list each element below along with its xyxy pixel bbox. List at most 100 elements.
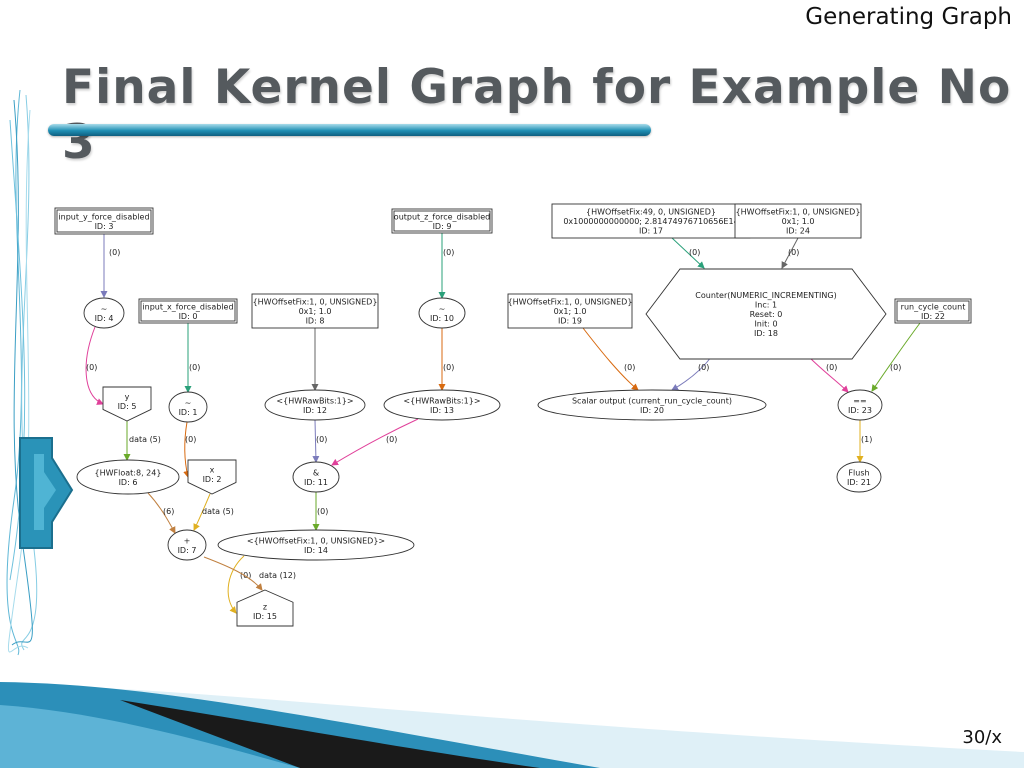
- node-label: x: [210, 465, 215, 474]
- node-label: ==: [853, 396, 866, 405]
- edge-label: (0): [109, 248, 120, 257]
- node-n15: zID: 15: [236, 589, 294, 627]
- node-label: 0x1; 1.0: [782, 217, 815, 226]
- edge-line: [331, 418, 419, 466]
- node-shape-inner: [56, 209, 152, 233]
- node-n7: +ID: 7: [167, 529, 207, 561]
- edge-line: [312, 419, 320, 463]
- edge-line: [781, 237, 799, 269]
- node-shape-inner: [896, 300, 970, 322]
- edge-line: [193, 493, 211, 531]
- edge-n5-n6: data (5): [123, 421, 161, 461]
- title-underline-bar: [48, 124, 651, 136]
- node-shape: [418, 297, 466, 329]
- node-n5: yID: 5: [102, 386, 152, 422]
- node-label: ID: 9: [433, 222, 452, 231]
- node-n8: {HWOffsetFix:1, 0, UNSIGNED}0x1; 1.0ID: …: [251, 293, 379, 329]
- edge-label: (0): [317, 507, 328, 516]
- node-label: ID: 0: [179, 312, 198, 321]
- edge-label: (0): [189, 363, 200, 372]
- edge-label: (0): [185, 435, 196, 444]
- node-label: {HWOffsetFix:1, 0, UNSIGNED}: [508, 298, 633, 307]
- node-n24: {HWOffsetFix:1, 0, UNSIGNED}0x1; 1.0ID: …: [734, 203, 862, 239]
- node-label: run_cycle_count: [901, 302, 966, 311]
- node-shape: [734, 203, 862, 239]
- node-label: ID: 22: [921, 312, 945, 321]
- edge-n10-n13: (0): [438, 328, 454, 391]
- node-shape: [102, 386, 152, 422]
- edge-line: [203, 556, 263, 591]
- node-label: ID: 19: [558, 317, 582, 326]
- node-label: ~: [439, 304, 446, 313]
- node-label: <{HWOffsetFix:1, 0, UNSIGNED}>: [247, 536, 385, 545]
- node-label: ID: 7: [178, 546, 197, 555]
- node-label: Counter(NUMERIC_INCREMENTING): [695, 291, 836, 300]
- edge-line: [807, 355, 849, 393]
- node-label: ID: 3: [95, 222, 114, 231]
- node-label: ID: 6: [119, 478, 138, 487]
- node-label: {HWOffsetFix:49, 0, UNSIGNED}: [586, 208, 716, 217]
- node-shape: [251, 293, 379, 329]
- edge-line: [183, 421, 191, 478]
- node-n11: &ID: 11: [292, 461, 340, 493]
- edge-label: (0): [443, 248, 454, 257]
- edge-n4-n5: (0): [85, 326, 104, 405]
- node-label: +: [184, 536, 191, 545]
- node-n12: <{HWRawBits:1}>ID: 12: [264, 389, 366, 421]
- node-n23: ==ID: 23: [837, 389, 883, 421]
- node-n6: {HWFloat:8, 24}ID: 6: [76, 459, 180, 495]
- node-shape: [264, 389, 366, 421]
- node-label: ID: 14: [304, 546, 328, 555]
- node-label: y: [125, 392, 130, 401]
- node-shape: [383, 389, 501, 421]
- node-shape: [167, 529, 207, 561]
- edge-label: (0): [890, 363, 901, 372]
- slide-title: Final Kernel Graph for Example No 3: [62, 60, 1012, 170]
- node-n19: {HWOffsetFix:1, 0, UNSIGNED}0x1; 1.0ID: …: [507, 293, 633, 329]
- node-label: 0x1; 1.0: [299, 307, 332, 316]
- section-header: Generating Graph: [805, 4, 1012, 30]
- edge-n22-n23: (0): [871, 322, 921, 392]
- node-shape: [83, 297, 125, 329]
- edge-line: [871, 322, 921, 392]
- node-label: z: [263, 602, 267, 611]
- node-label: Inc: 1: [755, 301, 777, 310]
- edge-label: data (5): [202, 507, 234, 516]
- node-n20: Scalar output (current_run_cycle_count)I…: [537, 389, 767, 421]
- node-label: ID: 1: [179, 408, 198, 417]
- edge-n6-n7: (6): [147, 492, 176, 534]
- node-label: {HWOffsetFix:1, 0, UNSIGNED}: [253, 298, 378, 307]
- edge-label: (0): [443, 363, 454, 372]
- edge-label: (0): [788, 248, 799, 257]
- edge-label: (0): [316, 435, 327, 444]
- node-label: ID: 2: [203, 475, 222, 484]
- edge-n13-n11: (0): [331, 418, 419, 466]
- edge-label: data (5): [129, 435, 161, 444]
- edge-line: [227, 555, 245, 614]
- node-label: ID: 23: [848, 406, 872, 415]
- node-label: ID: 17: [639, 227, 663, 236]
- node-shape: [187, 459, 237, 495]
- node-label: ID: 13: [430, 406, 454, 415]
- edge-n17-n18: (0): [671, 237, 705, 269]
- node-shape: [645, 268, 887, 360]
- node-label: Scalar output (current_run_cycle_count): [572, 396, 732, 405]
- node-label: ID: 5: [118, 402, 137, 411]
- edge-n19-n20: (0): [582, 327, 639, 391]
- node-label: ID: 20: [640, 406, 664, 415]
- edge-line: [85, 326, 104, 405]
- node-shape: [168, 391, 208, 423]
- node-label: ID: 15: [253, 612, 277, 621]
- node-label: Flush: [848, 468, 869, 477]
- node-label: ID: 18: [754, 329, 778, 338]
- node-label: ID: 10: [430, 314, 454, 323]
- node-label: <{HWRawBits:1}>: [276, 396, 353, 405]
- node-label: ID: 11: [304, 478, 328, 487]
- node-shape: [837, 389, 883, 421]
